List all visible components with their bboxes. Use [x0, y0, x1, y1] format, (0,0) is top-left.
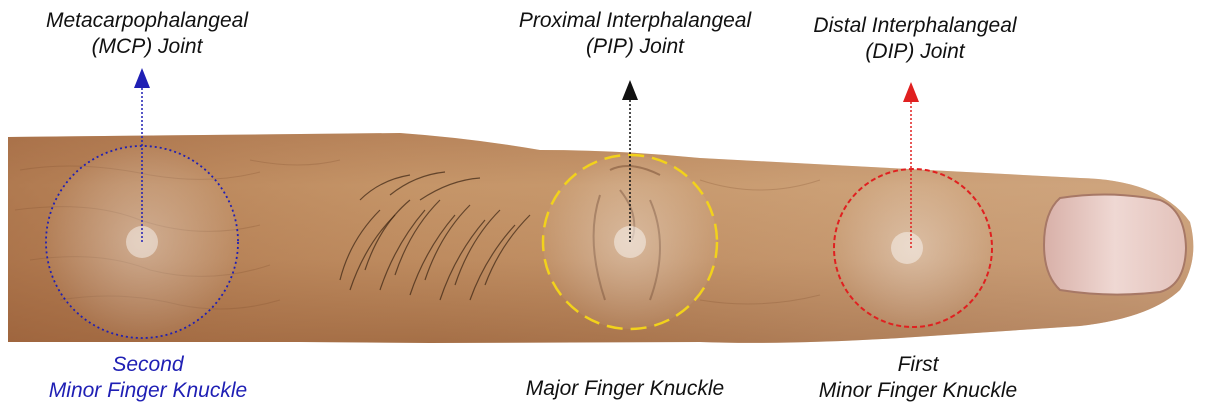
- second-minor-knuckle-label-line2: Minor Finger Knuckle: [18, 378, 278, 404]
- major-knuckle-label: Major Finger Knuckle: [480, 376, 770, 402]
- dip-center-dot: [891, 232, 923, 264]
- dip-joint-label-line1: Distal Interphalangeal: [790, 13, 1040, 39]
- dip-joint-label: Distal Interphalangeal (DIP) Joint: [790, 13, 1040, 65]
- second-minor-knuckle-label: Second Minor Finger Knuckle: [18, 352, 278, 404]
- pip-joint-label-line2: (PIP) Joint: [490, 34, 780, 60]
- mcp-joint-label-line1: Metacarpophalangeal: [22, 8, 272, 34]
- pip-joint-label-line1: Proximal Interphalangeal: [490, 8, 780, 34]
- dip-joint-label-line2: (DIP) Joint: [790, 39, 1040, 65]
- fingernail: [1044, 194, 1186, 294]
- first-minor-knuckle-label-line1: First: [788, 352, 1048, 378]
- mcp-joint-label: Metacarpophalangeal (MCP) Joint: [22, 8, 272, 60]
- pip-joint-label: Proximal Interphalangeal (PIP) Joint: [490, 8, 780, 60]
- second-minor-knuckle-label-line1: Second: [18, 352, 278, 378]
- first-minor-knuckle-label-line2: Minor Finger Knuckle: [788, 378, 1048, 404]
- first-minor-knuckle-label: First Minor Finger Knuckle: [788, 352, 1048, 404]
- major-knuckle-label-line1: Major Finger Knuckle: [480, 376, 770, 402]
- mcp-joint-label-line2: (MCP) Joint: [22, 34, 272, 60]
